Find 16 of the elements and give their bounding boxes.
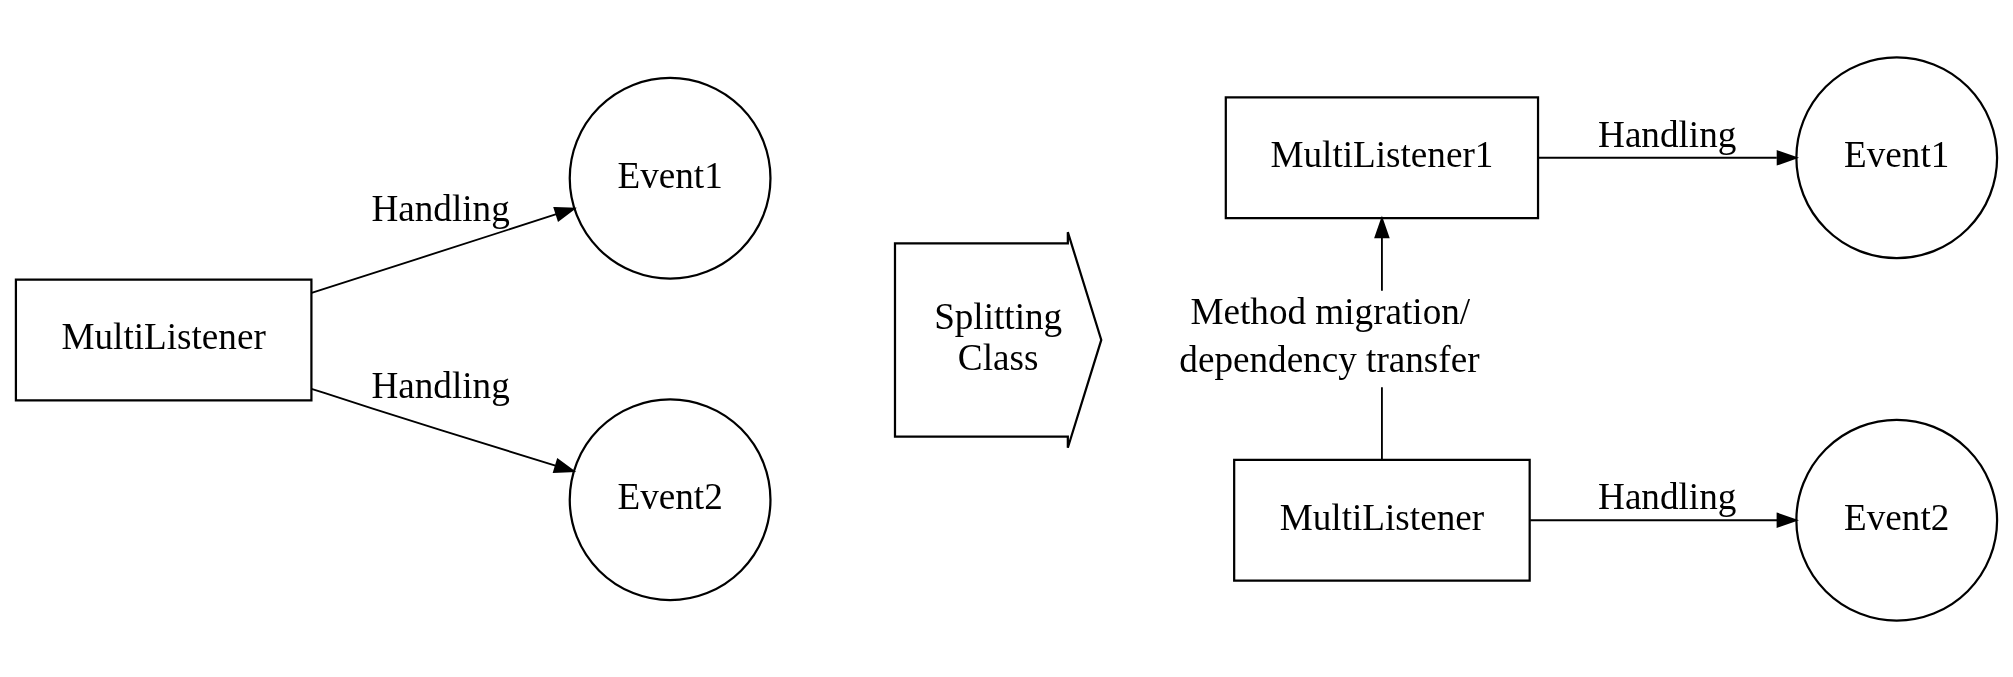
node-box: MultiListener1 <box>1224 95 1540 219</box>
node-box: MultiListener <box>1233 458 1531 582</box>
arrow <box>310 206 577 294</box>
node-box: MultiListener <box>14 277 313 401</box>
arrow <box>1529 511 1799 528</box>
edge-label: Method migration/ dependency transfer <box>1179 290 1480 380</box>
edge-label: Handling <box>371 364 510 406</box>
edge-label: Handling <box>1598 113 1737 155</box>
node-circle: Event1 <box>1795 55 1999 259</box>
arrow <box>1537 149 1800 166</box>
node-circle: Event1 <box>568 76 772 280</box>
arrow <box>310 387 577 473</box>
node-circle: Event2 <box>1795 418 1999 622</box>
node-circle: Event2 <box>568 397 772 601</box>
edge-label: Handling <box>371 187 510 229</box>
edge-label: Handling <box>1598 475 1737 517</box>
